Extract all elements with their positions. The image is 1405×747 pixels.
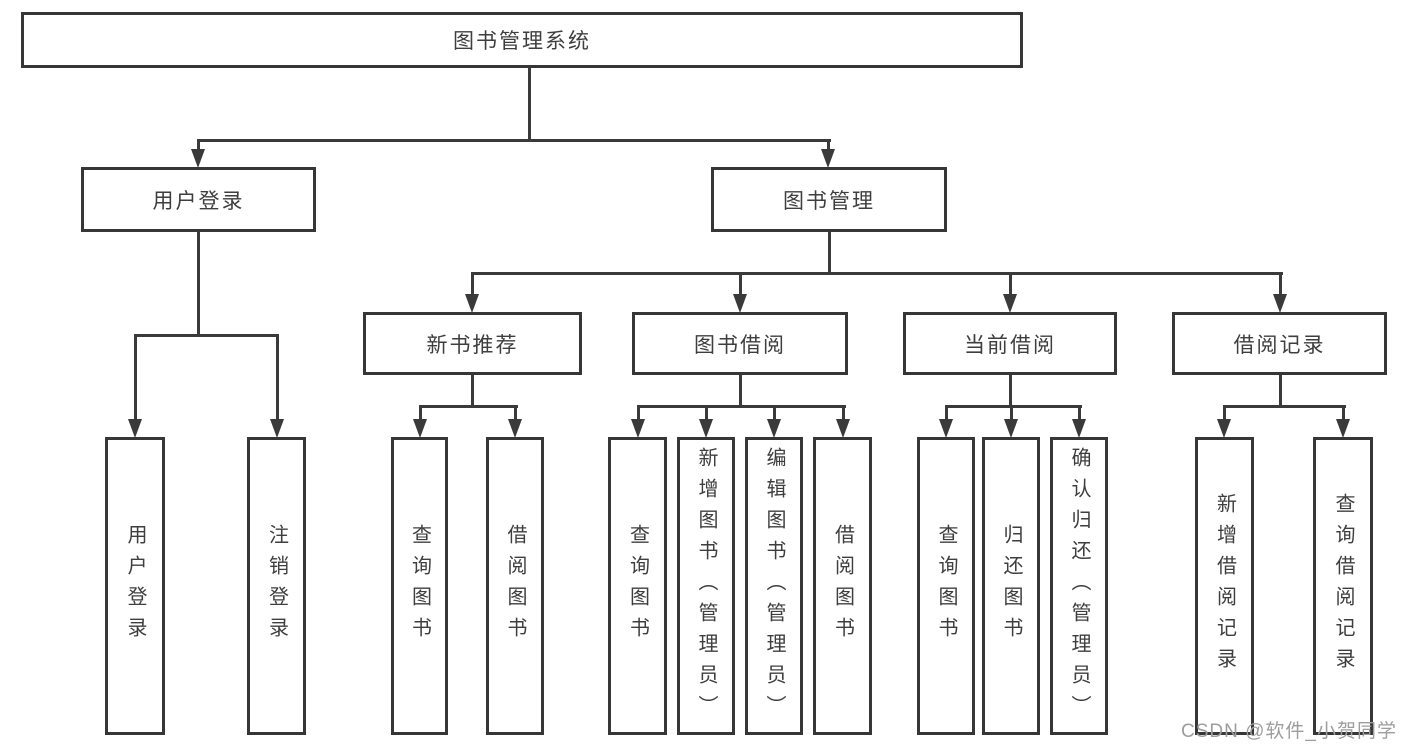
leaf-record-add: 新增借阅记录: [1195, 437, 1254, 735]
connector-root-to-user-login: [197, 139, 200, 153]
arrowhead-leaf-current-return: [1004, 419, 1018, 438]
connector-to-leaf-borrow-query: [637, 405, 640, 422]
arrowhead-leaf-borrow-query: [631, 419, 645, 438]
arrowhead-borrow-record: [1273, 294, 1287, 313]
node-current-borrow: 当前借阅: [903, 312, 1117, 375]
arrowhead-leaf-record-add: [1217, 419, 1231, 438]
arrowhead-leaf-current-query: [939, 419, 953, 438]
connector-to-leaf-record-query: [1342, 405, 1345, 422]
arrowhead-book-management: [821, 149, 835, 168]
leaf-borrow-book: 借阅图书: [813, 437, 872, 735]
arrowhead-leaf-newbook-borrow: [508, 419, 522, 438]
arrowhead-leaf-record-query: [1336, 419, 1350, 438]
connector-book-management-rail: [471, 272, 1283, 275]
node-user-login-label: 用户登录: [152, 189, 245, 213]
connector-to-leaf-record-add: [1223, 405, 1226, 422]
connector-to-book-borrow: [739, 272, 742, 296]
arrowhead-leaf-user-login: [128, 419, 142, 438]
connector-to-leaf-logout: [276, 334, 279, 422]
connector-borrow-record-rail: [1223, 405, 1346, 408]
leaf-borrow-edit-admin: 编辑图书（管理员）: [745, 437, 803, 735]
node-book-management-label: 图书管理: [783, 189, 875, 213]
connector-new-book-rail: [419, 405, 518, 408]
arrowhead-current-borrow: [1003, 294, 1017, 313]
node-user-login: 用户登录: [81, 167, 316, 232]
node-system-root-label: 图书管理系统: [453, 30, 591, 53]
leaf-current-return: 归还图书: [982, 437, 1040, 735]
arrowhead-leaf-current-confirm: [1072, 419, 1086, 438]
leaf-user-login: 用户登录: [105, 437, 165, 735]
node-system-root: 图书管理系统: [21, 12, 1023, 68]
arrowhead-new-book-recommend: [465, 294, 479, 313]
connector-current-borrow-rail: [945, 405, 1082, 408]
csdn-watermark: CSDN @软件_小贺同学: [1181, 721, 1397, 742]
leaf-borrow-query: 查询图书: [608, 437, 667, 735]
connector-to-leaf-newbook-borrow: [514, 405, 517, 422]
connector-to-leaf-current-confirm: [1078, 405, 1081, 422]
connector-new-book-drop: [471, 375, 474, 405]
connector-borrow-record-drop: [1279, 375, 1282, 405]
node-new-book-recommend-label: 新书推荐: [426, 333, 519, 357]
arrowhead-leaf-borrow-book: [836, 419, 850, 438]
connector-to-borrow-record: [1279, 272, 1282, 296]
node-new-book-recommend: 新书推荐: [363, 312, 582, 375]
arrowhead-leaf-borrow-add: [699, 419, 713, 438]
node-book-borrow: 图书借阅: [632, 312, 848, 375]
leaf-newbook-borrow: 借阅图书: [486, 437, 544, 735]
connector-book-management-drop: [828, 232, 831, 272]
leaf-current-confirm-admin: 确认归还（管理员）: [1050, 437, 1108, 735]
arrowhead-leaf-newbook-query: [413, 419, 427, 438]
connector-user-login-rail: [134, 334, 279, 337]
node-book-borrow-label: 图书借阅: [694, 333, 786, 357]
connector-to-leaf-borrow-book: [842, 405, 845, 422]
connector-to-leaf-newbook-query: [419, 405, 422, 422]
node-current-borrow-label: 当前借阅: [964, 333, 1056, 357]
connector-to-new-book-recommend: [471, 272, 474, 296]
arrowhead-leaf-logout: [270, 419, 284, 438]
arrowhead-leaf-borrow-edit: [767, 419, 781, 438]
node-book-management: 图书管理: [711, 167, 947, 232]
arrowhead-user-login: [191, 149, 205, 168]
leaf-record-query: 查询借阅记录: [1313, 437, 1373, 735]
leaf-newbook-query: 查询图书: [391, 437, 448, 735]
connector-user-login-drop: [197, 232, 200, 334]
connector-root-drop: [528, 68, 531, 139]
node-borrow-record-label: 借阅记录: [1233, 333, 1326, 357]
connector-to-leaf-user-login: [134, 334, 137, 422]
connector-book-borrow-rail: [637, 405, 846, 408]
connector-to-leaf-borrow-add: [705, 405, 708, 422]
leaf-logout: 注销登录: [247, 437, 306, 735]
node-borrow-record: 借阅记录: [1172, 312, 1387, 375]
connector-root-to-book-management: [827, 139, 830, 153]
connector-to-leaf-current-return: [1010, 405, 1013, 422]
connector-root-rail: [197, 139, 831, 142]
arrowhead-book-borrow: [733, 294, 747, 313]
leaf-current-query: 查询图书: [917, 437, 975, 735]
connector-current-borrow-drop: [1009, 375, 1012, 405]
connector-book-borrow-drop: [739, 375, 742, 405]
connector-to-leaf-borrow-edit: [773, 405, 776, 422]
leaf-borrow-add-admin: 新增图书（管理员）: [677, 437, 735, 735]
connector-to-current-borrow: [1009, 272, 1012, 296]
connector-to-leaf-current-query: [945, 405, 948, 422]
